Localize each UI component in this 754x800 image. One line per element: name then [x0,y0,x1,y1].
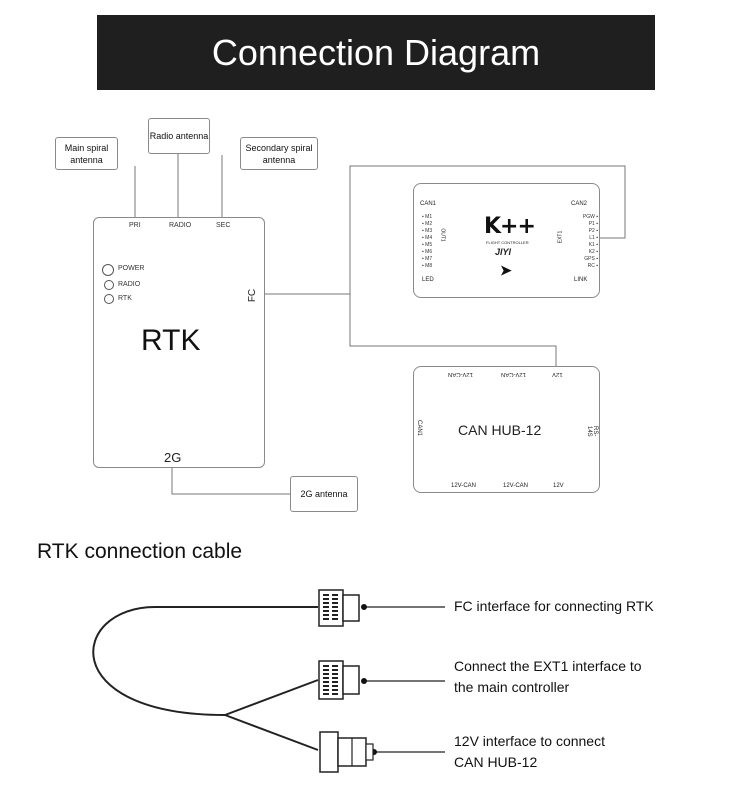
cable-text-ext1: Connect the EXT1 interface to the main c… [454,656,642,698]
radio-led-indicator [104,280,114,290]
out1-pin-m5: ▪ M5 [422,242,433,248]
ext1-pin-k1: K1 ▪ [588,242,598,248]
2g-antenna-callout: 2G antenna [290,476,358,512]
radio-antenna-label: Radio antenna [149,131,209,141]
main-spiral-antenna-callout: Main spiral antenna [55,137,118,170]
out1-pin-m4: ▪ M4 [422,235,433,241]
main-spiral-antenna-label: Main spiral antenna [64,142,109,165]
hub-top-right-port: 12V [552,371,563,377]
hub-top-mid-port: 12V-CAN [501,371,527,377]
ext1-pin-p1: P1 ▪ [588,221,598,227]
out1-pin-m7: ▪ M7 [422,256,433,262]
hub-name: CAN HUB-12 [458,422,542,438]
hub-bottom-right-port: 12V [553,483,564,489]
hub-bottom-mid-port: 12V-CAN [503,483,529,489]
fc-out1-pins: ▪ M1▪ M2▪ M3▪ M4▪ M5▪ M6▪ M7▪ M8 [422,214,458,270]
radio-antenna-callout: Radio antenna [148,118,210,154]
ext1-pin-rc: RC ▪ [587,263,598,269]
rtk-port-pri: PRI [129,222,141,229]
rtk-module: PRI RADIO SEC POWER RADIO RTK FC RTK 2G [93,217,265,468]
secondary-spiral-antenna-label: Secondary spiral antenna [245,142,313,165]
out1-pin-m1: ▪ M1 [422,214,433,220]
fc-out1-group-label: OUT1 [439,228,446,242]
flight-controller: CAN1 CAN2 ▪ M1▪ M2▪ M3▪ M4▪ M5▪ M6▪ M7▪ … [413,183,600,298]
power-led-indicator [102,264,114,276]
out1-pin-m8: ▪ M8 [422,263,433,269]
hub-left-port: CAN1 [416,419,423,437]
secondary-spiral-antenna-callout: Secondary spiral antenna [240,137,318,170]
ext1-pin-p2: P2 ▪ [588,228,598,234]
fc-can1-label: CAN1 [420,201,437,207]
fc-led-label: LED [422,277,434,283]
rtk-port-sec: SEC [216,222,231,229]
ext1-pin-k2: K2 ▪ [588,249,598,255]
ext1-pin-l1: L1 ▪ [589,235,598,241]
cable-text-ext1-line2: the main controller [454,679,570,695]
fc-ext1-pins: PGW ▪P1 ▪P2 ▪L1 ▪K1 ▪K2 ▪GPS ▪RC ▪ [564,214,598,270]
fc-ext1-group-label: EXT1 [557,230,564,244]
2g-antenna-label: 2G antenna [300,489,348,499]
radio-led-label: RADIO [118,281,141,288]
cable-text-fc: FC interface for connecting RTK [454,596,654,617]
cable-text-12v: 12V interface to connect CAN HUB-12 [454,731,605,773]
rtk-name: RTK [141,324,201,357]
rtk-port-radio: RADIO [169,222,192,229]
out1-pin-list: ▪ M1▪ M2▪ M3▪ M4▪ M5▪ M6▪ M7▪ M8 [422,214,458,270]
connector-12v-icon [319,731,374,773]
cable-section-title: RTK connection cable [37,540,243,563]
connector-fc-icon [318,589,360,627]
page-title: Connection Diagram [211,31,541,73]
rtk-led-indicator [104,294,114,304]
ext1-pin-list: PGW ▪P1 ▪P2 ▪L1 ▪K1 ▪K2 ▪GPS ▪RC ▪ [564,214,598,270]
hub-bottom-left-port: 12V-CAN [451,483,477,489]
arrow-icon: ➤ [500,262,512,278]
rtk-led-label: RTK [118,295,132,302]
hub-top-left-port: 12V-CAN [448,371,474,377]
ext1-pin-gps: GPS ▪ [584,256,598,262]
out1-pin-m6: ▪ M6 [422,249,433,255]
fc-brand: JIYI [495,247,512,257]
cable-text-ext1-line1: Connect the EXT1 interface to [454,658,642,674]
can-hub: 12V-CAN 12V-CAN 12V CAN1 RS-14S CAN HUB-… [413,366,600,493]
rtk-port-2g: 2G [164,450,182,465]
cable-text-12v-line2: CAN HUB-12 [454,754,538,770]
power-led-label: POWER [118,265,145,272]
hub-right-port: RS-14S [586,426,598,437]
connector-ext1-icon [318,660,360,700]
fc-logo: K++ [484,214,536,239]
cable-text-fc-line: FC interface for connecting RTK [454,598,654,614]
rtk-fc-port-label: FC [247,288,259,303]
fc-link-label: LINK [574,277,588,283]
ext1-pin-pgw: PGW ▪ [582,214,598,220]
out1-pin-m3: ▪ M3 [422,228,433,234]
title-banner: Connection Diagram [97,15,655,90]
fc-can2-label: CAN2 [571,201,588,207]
out1-pin-m2: ▪ M2 [422,221,433,227]
cable-text-12v-line1: 12V interface to connect [454,733,605,749]
fc-subtitle: FLIGHT CONTROLLER [486,240,529,245]
